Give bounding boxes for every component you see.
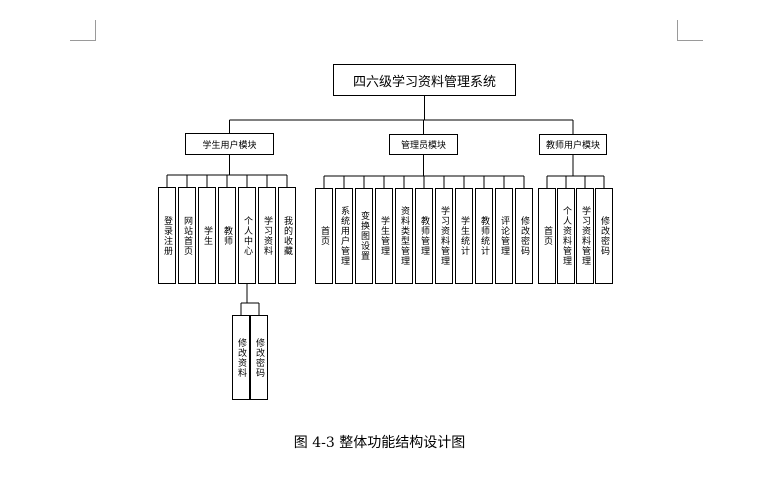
leaf-student-home: 网站首页: [178, 187, 196, 284]
leaf-admin-comments: 评论管理: [495, 188, 513, 284]
leaf-student-login: 登录注册: [158, 187, 176, 284]
figure-caption: 图 4-3 整体功能结构设计图: [293, 435, 466, 451]
leaf-admin-teacher-stats: 教师统计: [475, 188, 493, 284]
module-student: 学生用户模块: [185, 133, 274, 155]
leaf-student-materials: 学习资料: [258, 187, 276, 284]
leaf-admin-materials: 学习资料管理: [435, 188, 453, 284]
leaf-sub-change-password: 修改密码: [250, 315, 268, 400]
leaf-admin-home: 首页: [315, 188, 333, 284]
leaf-teacher-profile: 个人资料管理: [557, 188, 575, 284]
leaf-teacher-home: 首页: [538, 188, 556, 284]
leaf-teacher-change-password: 修改密码: [595, 188, 613, 284]
leaf-admin-students: 学生管理: [375, 188, 393, 284]
leaf-student-favorites: 我的收藏: [278, 187, 296, 284]
leaf-sub-edit-profile: 修改资料: [232, 315, 250, 400]
module-admin: 管理员模块: [389, 134, 458, 155]
leaf-admin-system-users: 系统用户管理: [335, 188, 353, 284]
leaf-admin-carousel: 变换图设置: [355, 188, 373, 284]
leaf-student-center: 个人中心: [238, 187, 256, 284]
leaf-student-teacher: 教师: [218, 187, 236, 284]
leaf-admin-material-types: 资料类型管理: [395, 188, 413, 284]
leaf-admin-change-password: 修改密码: [515, 188, 533, 284]
module-teacher: 教师用户模块: [539, 134, 607, 155]
page-corner-top-left: [70, 20, 96, 41]
leaf-admin-student-stats: 学生统计: [455, 188, 473, 284]
page-corner-top-right: [677, 20, 703, 41]
leaf-student-student: 学生: [198, 187, 216, 284]
root-node: 四六级学习资料管理系统: [333, 64, 516, 96]
leaf-teacher-materials: 学习资料管理: [576, 188, 594, 284]
leaf-admin-teachers: 教师管理: [415, 188, 433, 284]
